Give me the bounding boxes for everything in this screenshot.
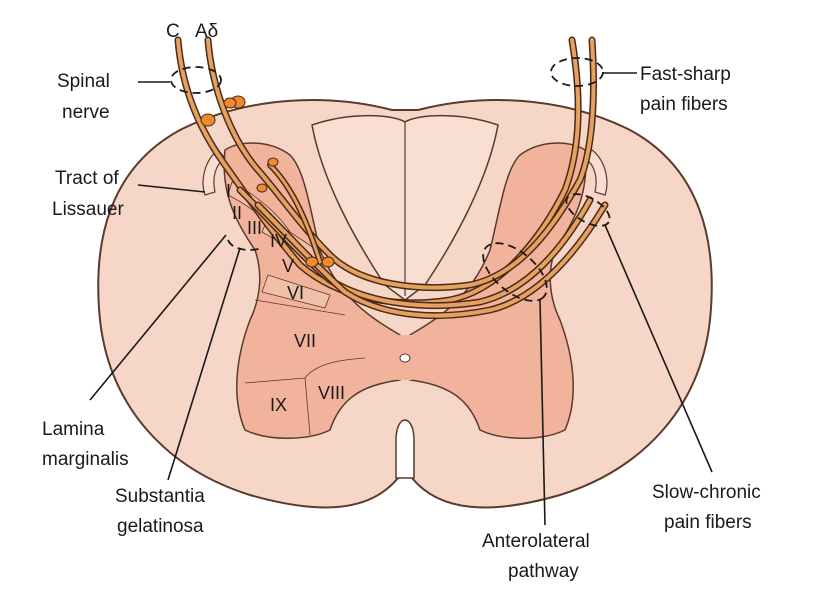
nerve-terminals: [200, 95, 335, 268]
fiber-label-c: C: [166, 21, 180, 42]
label-fast-sharp: Fast-sharp pain fibers: [640, 64, 736, 115]
lamina-label-vii: VII: [294, 331, 316, 351]
label-spinal-nerve: Spinal nerve: [57, 71, 115, 123]
lamina-band-vi: [261, 274, 331, 309]
label-slow-chronic: Slow-chronic pain fibers: [652, 482, 766, 533]
fiber-label-a-delta: Aδ: [195, 21, 218, 42]
fast-sharp-marker: [550, 57, 604, 87]
dashed-markers: [170, 57, 611, 302]
label-tract-of-lissauer: Tract of Lissauer: [52, 168, 124, 220]
slow-chronic-marker: [565, 193, 611, 227]
lamina-boundary-ix-top: [244, 377, 306, 384]
lamina-boundary-ix-side: [304, 377, 311, 436]
lamina-label-ii: II: [232, 203, 242, 223]
tract-of-lissauer-right: [584, 149, 608, 196]
label-anterolateral: Anterolateral pathway: [482, 531, 595, 582]
label-lamina-marginalis: Lamina marginalis: [42, 419, 129, 470]
spinal-nerve-marker: [170, 66, 222, 94]
lamina-label-ix: IX: [270, 395, 287, 415]
lamina-label-v: V: [282, 256, 294, 276]
lamina-boundary-viii: [304, 357, 366, 379]
lamina-label-vi: VI: [287, 283, 304, 303]
substantia-gelatinosa-bracket: [227, 239, 263, 251]
anterior-median-fissure: [395, 419, 415, 479]
anterolateral-marker: [482, 242, 548, 302]
label-substantia-gelatinosa: Substantia gelatinosa: [115, 486, 210, 537]
nerve-fibers: [174, 36, 609, 320]
lamina-label-iv: IV: [270, 231, 287, 251]
lamina-label-i: I: [226, 181, 231, 201]
lamina-label-viii: VIII: [318, 383, 345, 403]
lamina-label-iii: III: [247, 218, 262, 238]
leader-lines: [89, 72, 713, 526]
lamina-boundary-vii: [254, 299, 346, 316]
central-canal-hole: [399, 353, 411, 363]
